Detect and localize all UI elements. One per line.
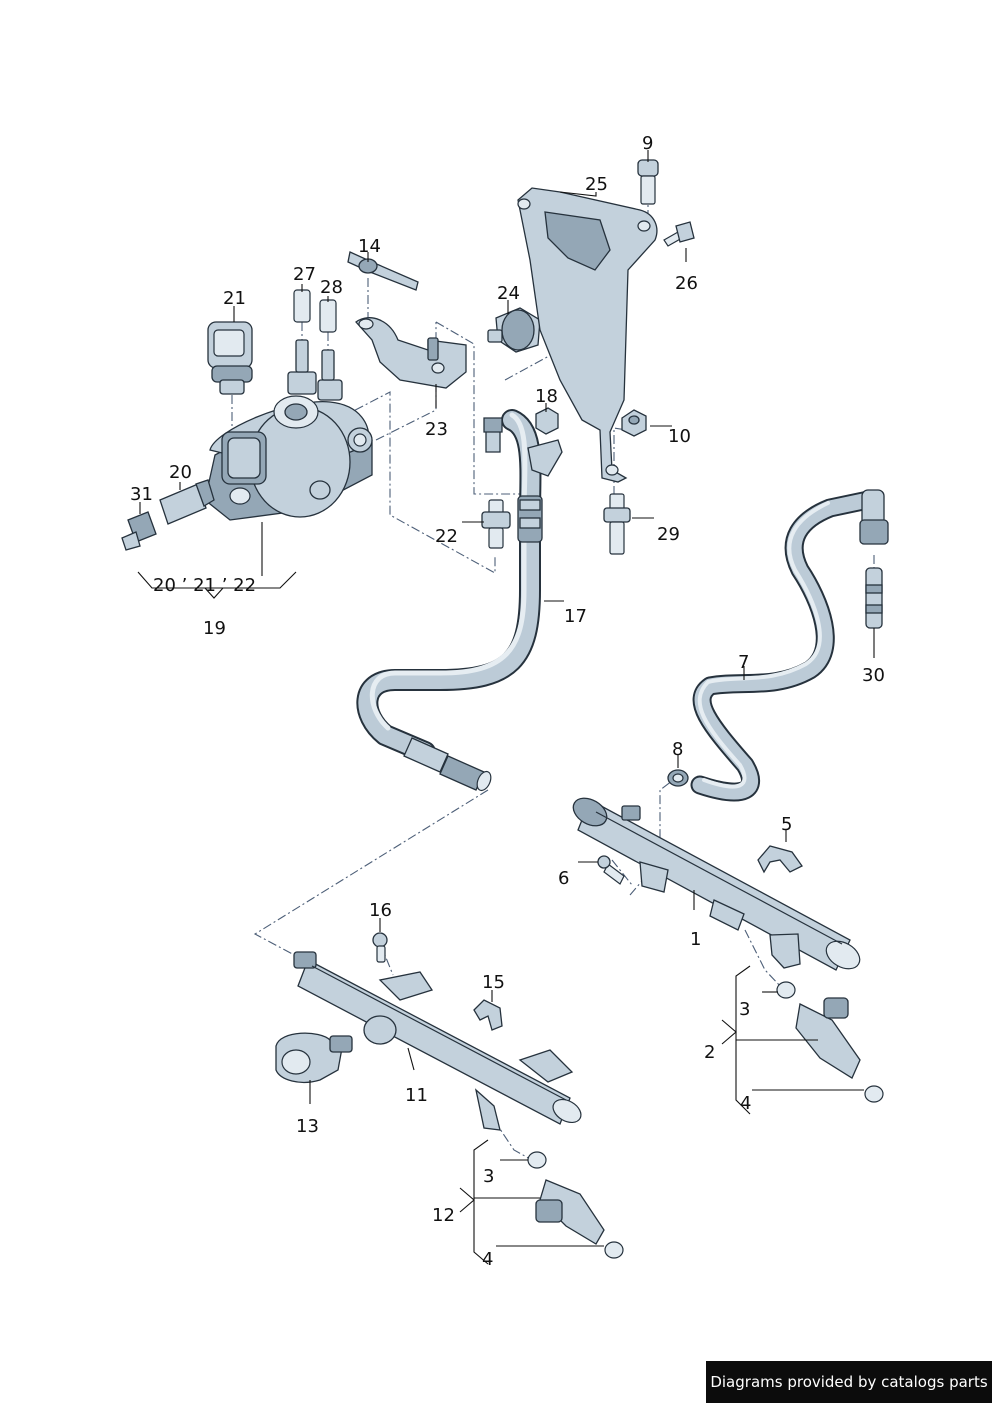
fitting-20 xyxy=(159,479,215,525)
label-13: 13 xyxy=(296,1116,319,1137)
clip-5 xyxy=(757,845,803,874)
label-25: 25 xyxy=(585,174,608,195)
label-19-subparts: 20 ’ 21 ’ 22 xyxy=(153,575,256,596)
label-12: 12 xyxy=(432,1205,455,1226)
footer-credit: Diagrams provided by catalogs parts xyxy=(706,1361,992,1403)
label-3a: 3 xyxy=(739,999,750,1020)
label-9: 9 xyxy=(642,133,653,154)
plug-31 xyxy=(121,511,157,551)
leader-lines xyxy=(137,150,875,1265)
label-17: 17 xyxy=(564,606,587,627)
stud-29 xyxy=(603,493,631,555)
clip-15 xyxy=(473,999,503,1031)
nut-18 xyxy=(527,407,563,477)
label-7: 7 xyxy=(738,652,749,673)
clamp-8 xyxy=(667,769,689,787)
damper-24 xyxy=(487,307,541,353)
bolt-16 xyxy=(372,932,388,963)
label-29: 29 xyxy=(657,524,680,545)
injector-2 xyxy=(776,981,884,1103)
label-19: 19 xyxy=(203,618,226,639)
label-18: 18 xyxy=(535,386,558,407)
part-labels: 1 2 3 4 5 6 7 8 9 10 11 12 13 14 15 16 1… xyxy=(130,133,885,1270)
bracket-23 xyxy=(355,317,467,389)
label-30: 30 xyxy=(862,665,885,686)
fuel-line-7 xyxy=(690,489,889,802)
label-4a: 4 xyxy=(740,1093,751,1114)
cable-tie-14 xyxy=(347,251,419,291)
high-pressure-pump-19 xyxy=(204,371,373,521)
label-8: 8 xyxy=(672,739,683,760)
bracket-25 xyxy=(517,187,658,483)
label-23: 23 xyxy=(425,419,448,440)
label-22: 22 xyxy=(435,526,458,547)
label-1: 1 xyxy=(690,929,701,950)
bolt-9 xyxy=(637,159,659,205)
label-24: 24 xyxy=(497,283,520,304)
label-16: 16 xyxy=(369,900,392,921)
label-26: 26 xyxy=(675,273,698,294)
fuel-rail-11 xyxy=(293,951,582,1131)
label-31: 31 xyxy=(130,484,153,505)
fitting-22 xyxy=(481,499,511,549)
label-10: 10 xyxy=(668,426,691,447)
label-5: 5 xyxy=(781,814,792,835)
label-20: 20 xyxy=(169,462,192,483)
fuel-rail-1 xyxy=(572,797,861,971)
label-27: 27 xyxy=(293,264,316,285)
pressure-sensor-13 xyxy=(275,1032,353,1084)
fittings-27-28 xyxy=(293,289,337,381)
bolt-26 xyxy=(663,221,695,247)
label-21: 21 xyxy=(223,288,246,309)
label-15: 15 xyxy=(482,972,505,993)
label-2: 2 xyxy=(704,1042,715,1063)
bolt-6 xyxy=(597,855,625,885)
high-pressure-line-17 xyxy=(356,409,543,792)
label-11: 11 xyxy=(405,1085,428,1106)
label-14: 14 xyxy=(358,236,381,257)
pressure-sensor-21 xyxy=(207,321,253,395)
label-4b: 4 xyxy=(482,1249,493,1270)
label-6: 6 xyxy=(558,868,569,889)
label-3b: 3 xyxy=(483,1166,494,1187)
injector-12 xyxy=(527,1151,624,1259)
label-28: 28 xyxy=(320,277,343,298)
nut-10 xyxy=(621,409,647,437)
